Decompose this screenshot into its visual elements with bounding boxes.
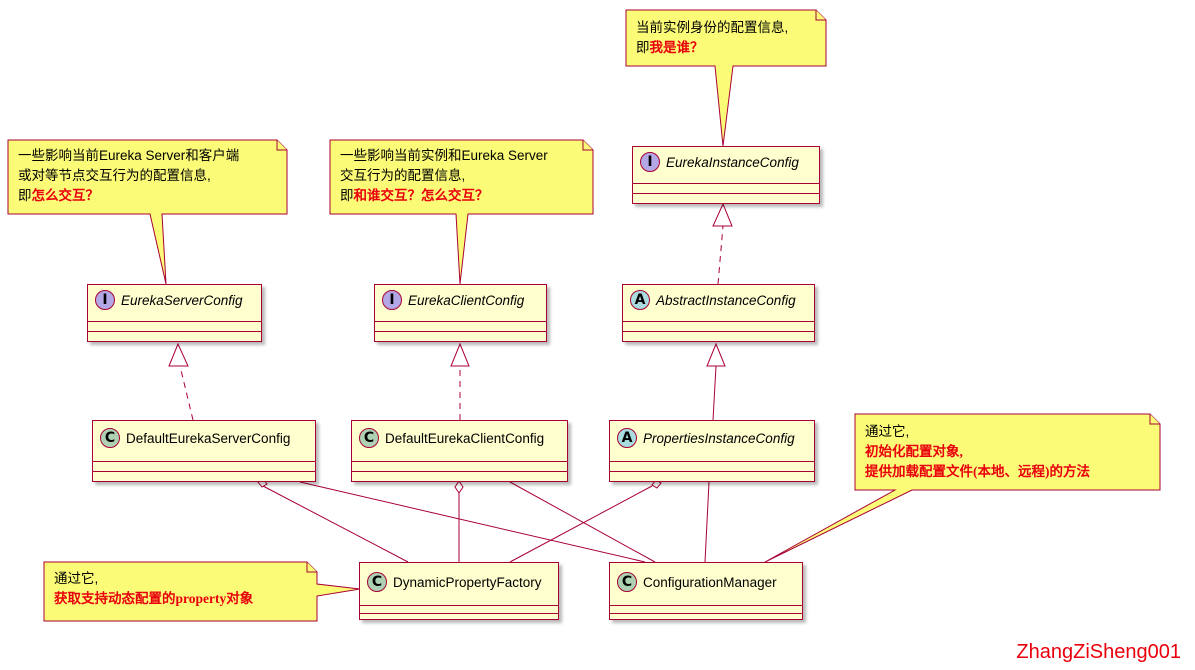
separator [88, 331, 261, 332]
abstract-icon: A [617, 428, 637, 448]
separator [352, 471, 567, 472]
note-client: 一些影响当前实例和Eureka Server 交互行为的配置信息, 即和谁交互？… [330, 140, 593, 214]
note-line: 通过它, [54, 571, 99, 586]
class-dynamic-property-factory[interactable]: C DynamicPropertyFactory [359, 562, 559, 620]
edge-properties-extends [712, 365, 717, 421]
note-shape-instance [625, 9, 827, 147]
class-name: DefaultEurekaClientConfig [385, 430, 545, 446]
diamond-client [454, 480, 464, 494]
note-instance: 当前实例身份的配置信息, 即我是谁？ [626, 10, 826, 66]
note-line: 当前实例身份的配置信息, [636, 20, 789, 35]
note-prefix: 即 [636, 40, 650, 55]
class-eureka-instance-config[interactable]: I EurekaInstanceConfig [632, 146, 820, 204]
note-highlight: 初始化配置对象, [865, 444, 963, 459]
abstract-icon: A [630, 290, 650, 310]
class-icon: C [617, 572, 637, 592]
separator [633, 183, 819, 184]
note-line: 或对等节点交互行为的配置信息, [18, 168, 211, 183]
edge-server-to-manager [299, 481, 646, 563]
diamond-properties [651, 479, 662, 489]
class-name: DefaultEurekaServerConfig [126, 430, 291, 446]
note-line: 交互行为的配置信息, [340, 168, 466, 183]
note-line: 即怎么交互？ [18, 186, 277, 206]
class-icon: C [100, 428, 120, 448]
author-watermark: ZhangZiSheng001 [1016, 641, 1181, 663]
arrowhead-server [168, 342, 189, 367]
edge-properties-to-manager [704, 481, 710, 563]
arrowhead-abstract [712, 202, 733, 227]
class-name: DynamicPropertyFactory [393, 574, 542, 590]
separator [610, 471, 814, 472]
note-line: 一些影响当前Eureka Server和客户端 [18, 148, 240, 163]
class-name: ConfigurationManager [643, 574, 777, 590]
separator [610, 613, 802, 614]
note-dynamic-factory: 通过它, 获取支持动态配置的property对象 [44, 562, 317, 621]
interface-icon: I [382, 290, 402, 310]
note-highlight: 获取支持动态配置的property对象 [54, 591, 254, 606]
class-icon: C [359, 428, 379, 448]
separator [93, 471, 315, 472]
note-prefix: 即 [18, 188, 32, 203]
note-line: 通过它, [865, 424, 910, 439]
note-server: 一些影响当前Eureka Server和客户端 或对等节点交互行为的配置信息, … [8, 140, 287, 214]
class-default-eureka-client-config[interactable]: C DefaultEurekaClientConfig [351, 420, 568, 482]
separator [375, 331, 546, 332]
class-eureka-server-config[interactable]: I EurekaServerConfig [87, 284, 262, 342]
note-highlight: 我是谁？ [649, 40, 704, 55]
separator [93, 461, 315, 462]
note-line: 即我是谁？ [636, 38, 816, 58]
separator [352, 461, 567, 462]
interface-icon: I [640, 152, 660, 172]
arrowhead-client [450, 342, 470, 367]
separator [633, 193, 819, 194]
class-eureka-client-config[interactable]: I EurekaClientConfig [374, 284, 547, 342]
separator [623, 321, 814, 322]
class-name: EurekaServerConfig [121, 292, 243, 308]
note-shape-server [7, 139, 288, 285]
class-properties-instance-config[interactable]: A PropertiesInstanceConfig [609, 420, 815, 482]
class-name: PropertiesInstanceConfig [643, 430, 795, 446]
note-config-manager: 通过它, 初始化配置对象, 提供加载配置文件(本地、远程)的方法 [855, 414, 1160, 490]
edge-abstract-realization [717, 225, 724, 285]
note-prefix: 即 [340, 188, 354, 203]
class-configuration-manager[interactable]: C ConfigurationManager [609, 562, 803, 620]
separator [623, 331, 814, 332]
separator [610, 461, 814, 462]
arrowhead-properties [706, 342, 726, 367]
note-highlight: 提供加载配置文件(本地、远程)的方法 [865, 464, 1090, 479]
note-line: 一些影响当前实例和Eureka Server [340, 148, 548, 163]
note-line: 即和谁交互？怎么交互？ [340, 186, 583, 206]
note-highlight: 怎么交互？ [31, 188, 100, 203]
class-name: EurekaClientConfig [408, 292, 525, 308]
separator [360, 605, 558, 606]
edge-server-realization [179, 365, 194, 421]
edge-client-to-manager [509, 481, 656, 563]
separator [375, 321, 546, 322]
note-shape-client [329, 139, 594, 285]
note-shape-config-manager [764, 413, 1161, 563]
class-abstract-instance-config[interactable]: A AbstractInstanceConfig [622, 284, 815, 342]
separator [610, 605, 802, 606]
class-icon: C [367, 572, 387, 592]
class-name: AbstractInstanceConfig [656, 292, 796, 308]
separator [88, 321, 261, 322]
note-highlight: 和谁交互？怎么交互？ [353, 188, 489, 203]
class-name: EurekaInstanceConfig [666, 154, 799, 170]
edge-properties-to-factory [509, 485, 653, 563]
interface-icon: I [95, 290, 115, 310]
separator [360, 613, 558, 614]
edge-server-to-factory [262, 485, 409, 563]
class-default-eureka-server-config[interactable]: C DefaultEurekaServerConfig [92, 420, 316, 482]
